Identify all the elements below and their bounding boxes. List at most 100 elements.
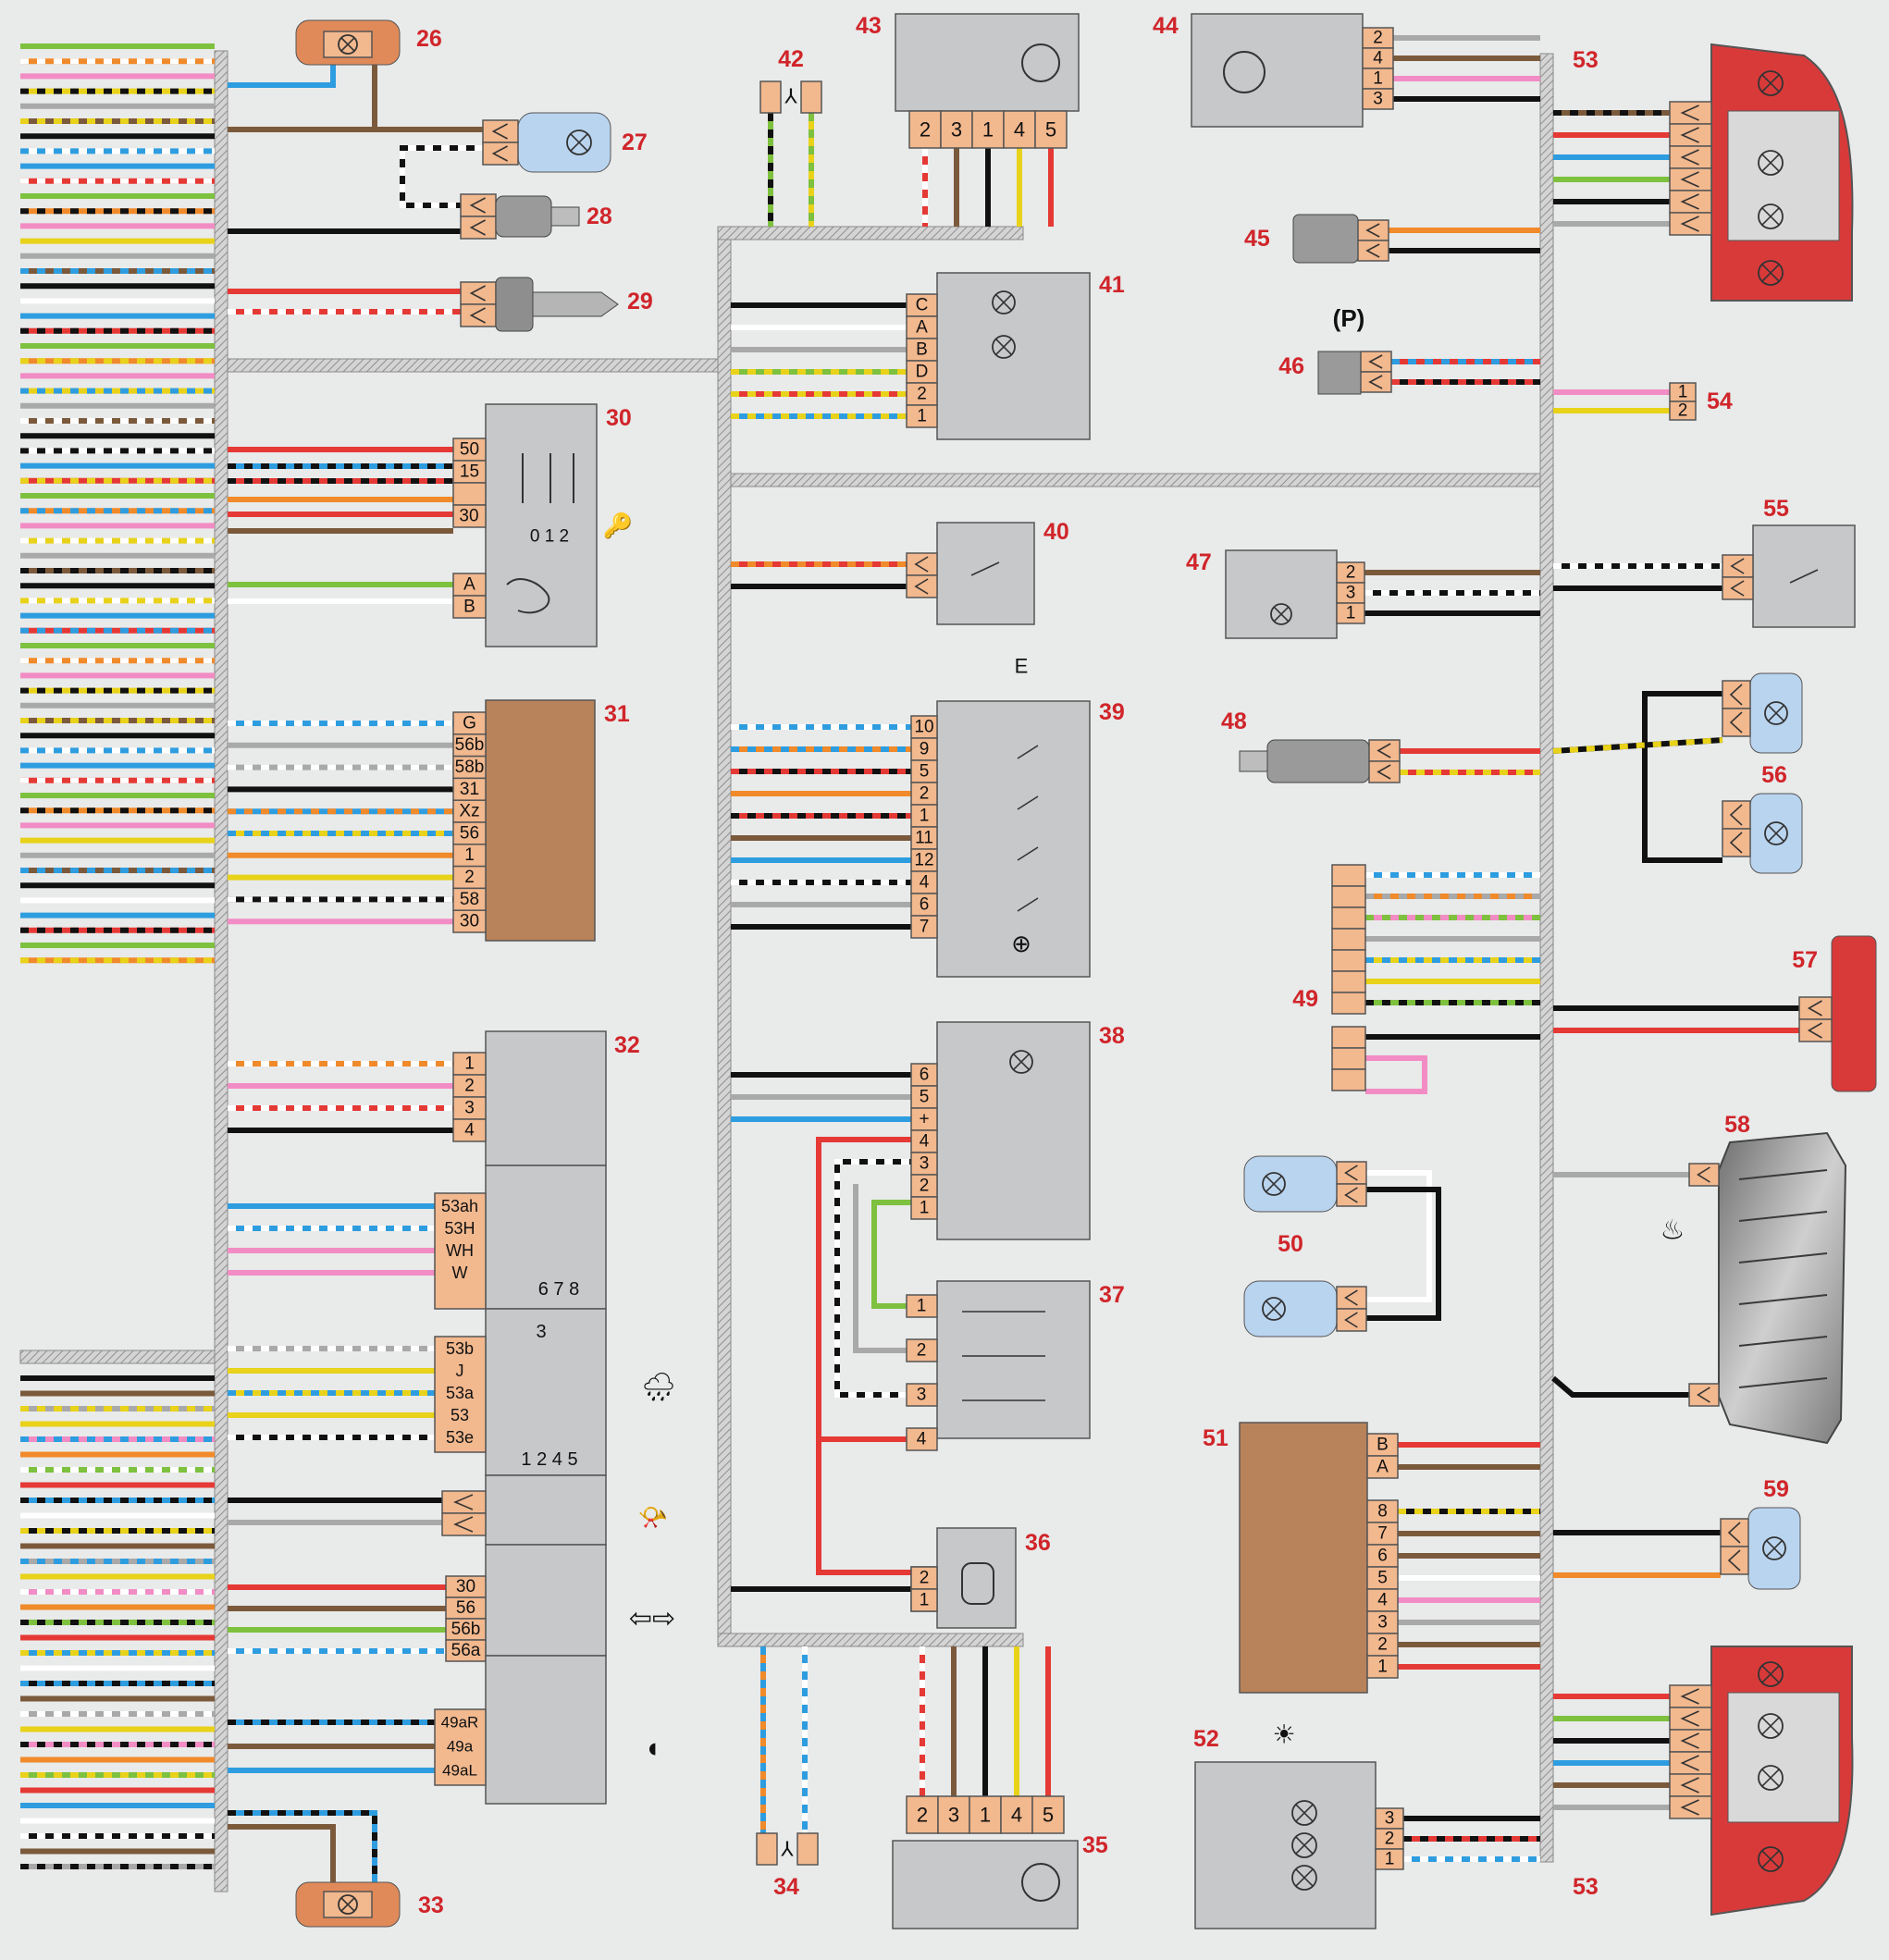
switch-body (485, 403, 598, 647)
pin (452, 909, 487, 933)
label-45: 45 (1244, 226, 1270, 252)
pin44-2: 1 (1373, 69, 1383, 89)
bulb-cross (995, 294, 1012, 311)
component-52: 321☀ (1194, 1720, 1404, 1929)
bulb-cross (1266, 1176, 1282, 1192)
bulb-icon (1262, 1297, 1286, 1321)
bulb-icon (1762, 1536, 1786, 1560)
component-57 (1798, 935, 1877, 1092)
connector-pin (1331, 970, 1366, 993)
plug-pin (460, 303, 497, 327)
pin (910, 826, 938, 850)
wire (1366, 1170, 1432, 1302)
plug-pin (460, 216, 497, 240)
label-29: 29 (627, 289, 653, 314)
pin (1336, 602, 1365, 624)
switch-body (1194, 1761, 1377, 1929)
pin (910, 1174, 938, 1198)
pin (906, 382, 938, 406)
plug-chevron (1368, 354, 1383, 369)
sensor-body (1266, 739, 1370, 783)
bulb-cross (1273, 606, 1290, 623)
motor-body (892, 1840, 1079, 1929)
bulb-cross (570, 133, 588, 152)
bulb-icon (1758, 1661, 1784, 1687)
pin47-2: 1 (1346, 604, 1356, 623)
pin (1362, 88, 1394, 110)
plug-chevron (1344, 1289, 1358, 1306)
connector-pin (1331, 864, 1366, 887)
bulb-icon (1291, 1832, 1317, 1858)
pin (906, 1338, 938, 1362)
pin52-1: 2 (1385, 1830, 1395, 1849)
pin32b-1: 53H (444, 1219, 475, 1238)
plug-chevron (1680, 1755, 1699, 1771)
plug-pin (1688, 1163, 1720, 1187)
bulb-cross (1295, 1836, 1314, 1855)
bulb-cross (1768, 705, 1784, 721)
connector-pin (1331, 906, 1366, 930)
pin52-0: 3 (1385, 1809, 1395, 1829)
plug-pin (1722, 554, 1754, 578)
pin35-1: 3 (948, 1804, 959, 1827)
pin (452, 1052, 487, 1076)
plug-pin (1669, 1751, 1712, 1775)
motor-icon (1021, 1863, 1060, 1902)
label-46: 46 (1278, 353, 1304, 379)
pin (906, 1383, 938, 1407)
label-31: 31 (604, 701, 630, 727)
label-41: 41 (1099, 272, 1125, 298)
plug-pin (1336, 1161, 1367, 1185)
label-37: 37 (1099, 1282, 1125, 1308)
label-40: 40 (1043, 519, 1069, 545)
bulb-cross (1761, 264, 1780, 282)
label-36: 36 (1025, 1530, 1051, 1556)
plug-chevron (469, 219, 486, 236)
pin (910, 893, 938, 917)
pin38-1: 5 (920, 1088, 930, 1107)
bulb-icon (992, 335, 1016, 359)
plug-pin (1357, 219, 1389, 241)
label-52: 52 (1193, 1726, 1219, 1752)
wire-stripe (1552, 737, 1723, 754)
pin54-0: 1 (1678, 383, 1688, 402)
pin (1031, 1795, 1065, 1834)
connector-pin (1331, 1047, 1366, 1070)
switch32c-digits: 1 2 4 5 (521, 1449, 577, 1470)
plug-pin (1669, 101, 1712, 125)
wire (853, 1184, 907, 1353)
component-50 (1243, 1155, 1367, 1337)
pin32b-0: 53ah (441, 1197, 478, 1215)
connector-pin (1331, 949, 1366, 972)
plug-pin (1722, 708, 1751, 737)
motor-body (895, 13, 1080, 112)
pin32f-1: 49a (447, 1738, 474, 1756)
motor-body (936, 1527, 1017, 1629)
pin (910, 737, 938, 761)
switch-body (936, 522, 1035, 625)
pin31-9: 30 (460, 912, 479, 931)
pin37-1: 2 (917, 1341, 927, 1361)
bulb-cross (1295, 1868, 1314, 1887)
pin35-0: 2 (917, 1804, 928, 1827)
pin30-2: 30 (459, 507, 478, 526)
plug-pin (1669, 190, 1712, 214)
component-49 (1331, 864, 1366, 1091)
pin (1000, 1795, 1033, 1834)
switch-contact (1017, 745, 1039, 759)
plug-pin (1669, 1684, 1712, 1708)
bulb-cross (1761, 154, 1780, 172)
led-icon: ⊕ (1011, 930, 1031, 957)
plug-pin (906, 552, 938, 576)
label-26: 26 (416, 26, 442, 52)
plug-pin (759, 80, 782, 114)
label-57: 57 (1792, 947, 1818, 973)
plug-pin (1722, 828, 1751, 857)
component-26 (295, 19, 401, 66)
plug-chevron (1680, 1688, 1699, 1705)
plug-pin (482, 142, 519, 166)
plug-pin (1669, 1773, 1712, 1797)
